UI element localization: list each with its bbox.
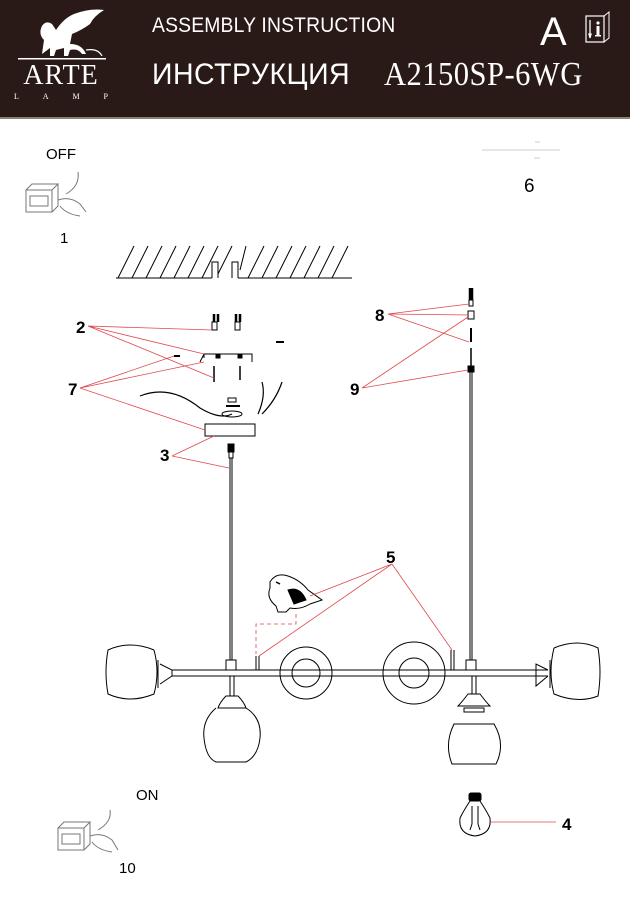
brand-subtitle: L A M P [14,92,108,101]
step-number-6: 6 [524,176,535,197]
left-glass-shade [105,644,173,700]
brand-sub-letter: A [42,92,49,101]
wall-switch-on-icon [57,809,119,853]
wall-switch-off-icon [25,171,87,217]
title-english: ASSEMBLY INSTRUCTION [152,14,396,37]
mounting-bracket [199,353,253,363]
wires [139,381,283,418]
bird-placement-dashes [255,614,297,654]
brand-sub-letter: L [14,92,19,101]
header-banner: ARTE L A M P ASSEMBLY INSTRUCTION ИНСТРУ… [0,0,630,119]
brand-sub-letter: P [103,92,108,101]
brand-sub-letter: M [72,92,80,101]
info-manual-icon [585,10,610,43]
class-label: A [540,10,567,54]
anchor-screws-icon [174,314,284,382]
model-number: A2150SP-6WG [384,56,583,93]
left-down-shade [203,676,261,763]
callout-2: 2 [76,318,86,337]
griffin-logo-icon [18,9,106,60]
left-suspension-rod [227,443,235,660]
off-label: OFF [46,146,76,163]
front-ring-shade-right [382,641,446,705]
right-suspension-parts [467,288,475,660]
step-number-1: 1 [60,230,69,247]
light-bulb-icon [459,792,491,837]
callout-4: 4 [562,815,572,834]
bird-ornament-icon [268,574,324,613]
ceiling-hatch [116,245,352,279]
title-russian: ИНСТРУКЦИЯ [152,58,351,91]
step-6-faint-icon [482,141,560,159]
lamp-bar [172,650,548,677]
step-number-10: 10 [119,860,136,877]
front-ring-shade-left [279,646,333,700]
callout-9: 9 [350,380,360,399]
ceiling-canopy [204,423,256,437]
on-label: ON [136,787,159,804]
callout-3: 3 [160,446,170,465]
callout-8: 8 [375,306,385,325]
callout-5: 5 [386,548,396,567]
right-down-shade [448,676,501,765]
callout-7: 7 [68,380,78,399]
right-glass-shade [535,642,601,700]
brand-name: ARTE [23,60,99,91]
leader-lines [79,303,556,823]
